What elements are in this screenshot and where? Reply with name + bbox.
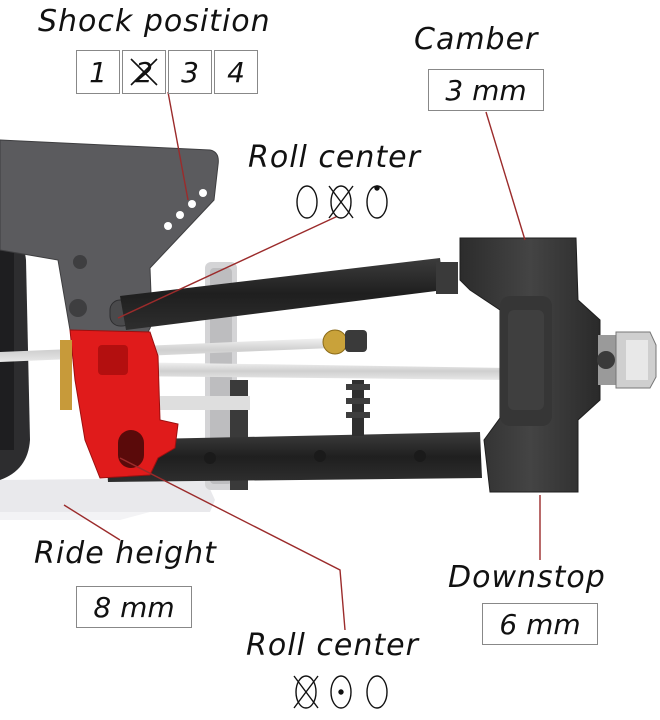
ride-height-title: Ride height xyxy=(34,536,217,571)
lower-arm xyxy=(105,432,482,482)
camber-value: 3 mm xyxy=(428,69,544,111)
shock-position-option-3: 3 xyxy=(168,50,212,94)
brass-ball-end xyxy=(322,329,348,355)
shock-position-option-1: 1 xyxy=(76,50,120,94)
shock-position-option-4: 4 xyxy=(214,50,258,94)
camber-title: Camber xyxy=(414,22,539,57)
upper-link xyxy=(120,258,444,330)
cross-mark-icon xyxy=(130,58,158,86)
ride-height-value: 8 mm xyxy=(76,586,192,628)
roll-center-top-title: Roll center xyxy=(248,140,421,175)
downstop-title: Downstop xyxy=(448,560,606,595)
downstop-value: 6 mm xyxy=(482,603,598,645)
leader-lines xyxy=(63,91,541,631)
roll-center-bottom-glyphs xyxy=(293,675,388,709)
shock-position-option-2: 2 xyxy=(122,50,166,94)
shock-position-options: 1 2 3 4 xyxy=(76,50,258,94)
steering-rod xyxy=(0,338,332,362)
roll-center-top-glyphs xyxy=(296,185,388,219)
downstop-screw xyxy=(346,380,370,436)
roll-center-bottom-title: Roll center xyxy=(246,628,419,663)
chassis-plate xyxy=(0,478,215,512)
shock-position-title: Shock position xyxy=(38,4,271,39)
red-bulkhead xyxy=(69,329,179,479)
